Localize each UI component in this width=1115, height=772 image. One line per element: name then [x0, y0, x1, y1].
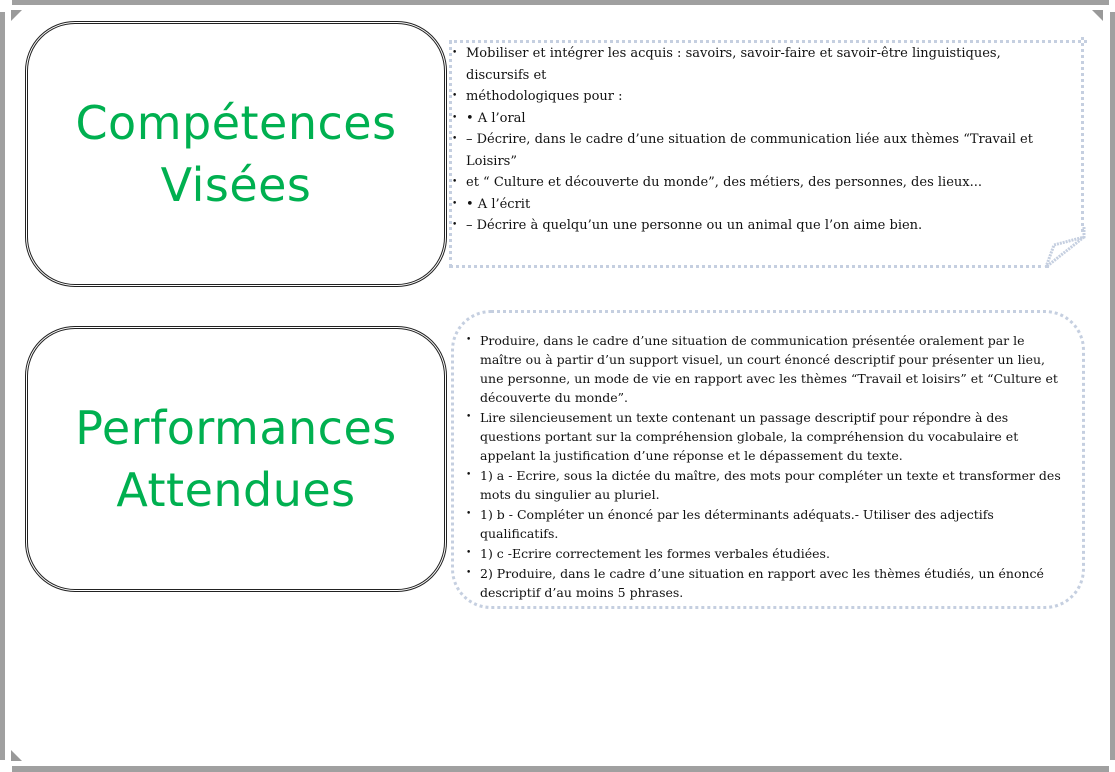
performances-title-box: Performances Attendues — [25, 326, 447, 592]
page-frame-top — [12, 0, 1109, 5]
corner-mark-icon — [1092, 10, 1103, 21]
list-item: • A l’écrit — [452, 194, 1057, 216]
list-item: discursifs et — [466, 67, 547, 83]
list-item: Loisirs” — [466, 153, 517, 169]
list-item: 1) a - Ecrire, sous la dictée du maître,… — [466, 466, 1062, 504]
list-item: et “ Culture et découverte du monde”, de… — [452, 172, 1057, 194]
page-frame-bottom — [12, 766, 1109, 772]
page-frame-left — [0, 12, 5, 760]
title-line: Visées — [160, 158, 312, 212]
list-item: 1) b - Compléter un énoncé par les déter… — [466, 505, 1062, 543]
folded-corner-icon — [1044, 227, 1086, 269]
competences-content-box: Mobiliser et intégrer les acquis : savoi… — [449, 40, 1087, 268]
performances-content-box: Produire, dans le cadre d’une situation … — [451, 310, 1085, 609]
corner-mark-icon — [11, 10, 22, 21]
corner-mark-icon — [11, 750, 22, 761]
title-line: Performances — [75, 401, 397, 455]
performances-title: Performances Attendues — [75, 397, 396, 521]
list-item: 1) c -Ecrire correctement les formes ver… — [466, 544, 1062, 563]
list-item: méthodologiques pour : — [452, 86, 1057, 108]
performances-list: Produire, dans le cadre d’une situation … — [466, 331, 1062, 602]
competences-list: Mobiliser et intégrer les acquis : savoi… — [452, 43, 1057, 237]
list-item: – Décrire, dans le cadre d’une situation… — [452, 129, 1057, 151]
folded-corner-edge — [1081, 37, 1087, 232]
list-item: Lire silencieusement un texte contenant … — [466, 408, 1062, 465]
list-item: – Décrire à quelqu’un une personne ou un… — [452, 215, 1057, 237]
title-line: Compétences — [75, 96, 397, 150]
title-line: Attendues — [116, 463, 356, 517]
competences-title-box: Compétences Visées — [25, 21, 447, 287]
list-item: • A l’oral — [452, 108, 1057, 130]
list-item: 2) Produire, dans le cadre d’une situati… — [466, 564, 1062, 602]
folded-corner-edge — [449, 265, 1049, 271]
page-frame-right — [1110, 12, 1115, 760]
competences-title: Compétences Visées — [75, 92, 396, 216]
list-item: Mobiliser et intégrer les acquis : savoi… — [452, 43, 1057, 65]
list-item: Produire, dans le cadre d’une situation … — [466, 331, 1062, 407]
